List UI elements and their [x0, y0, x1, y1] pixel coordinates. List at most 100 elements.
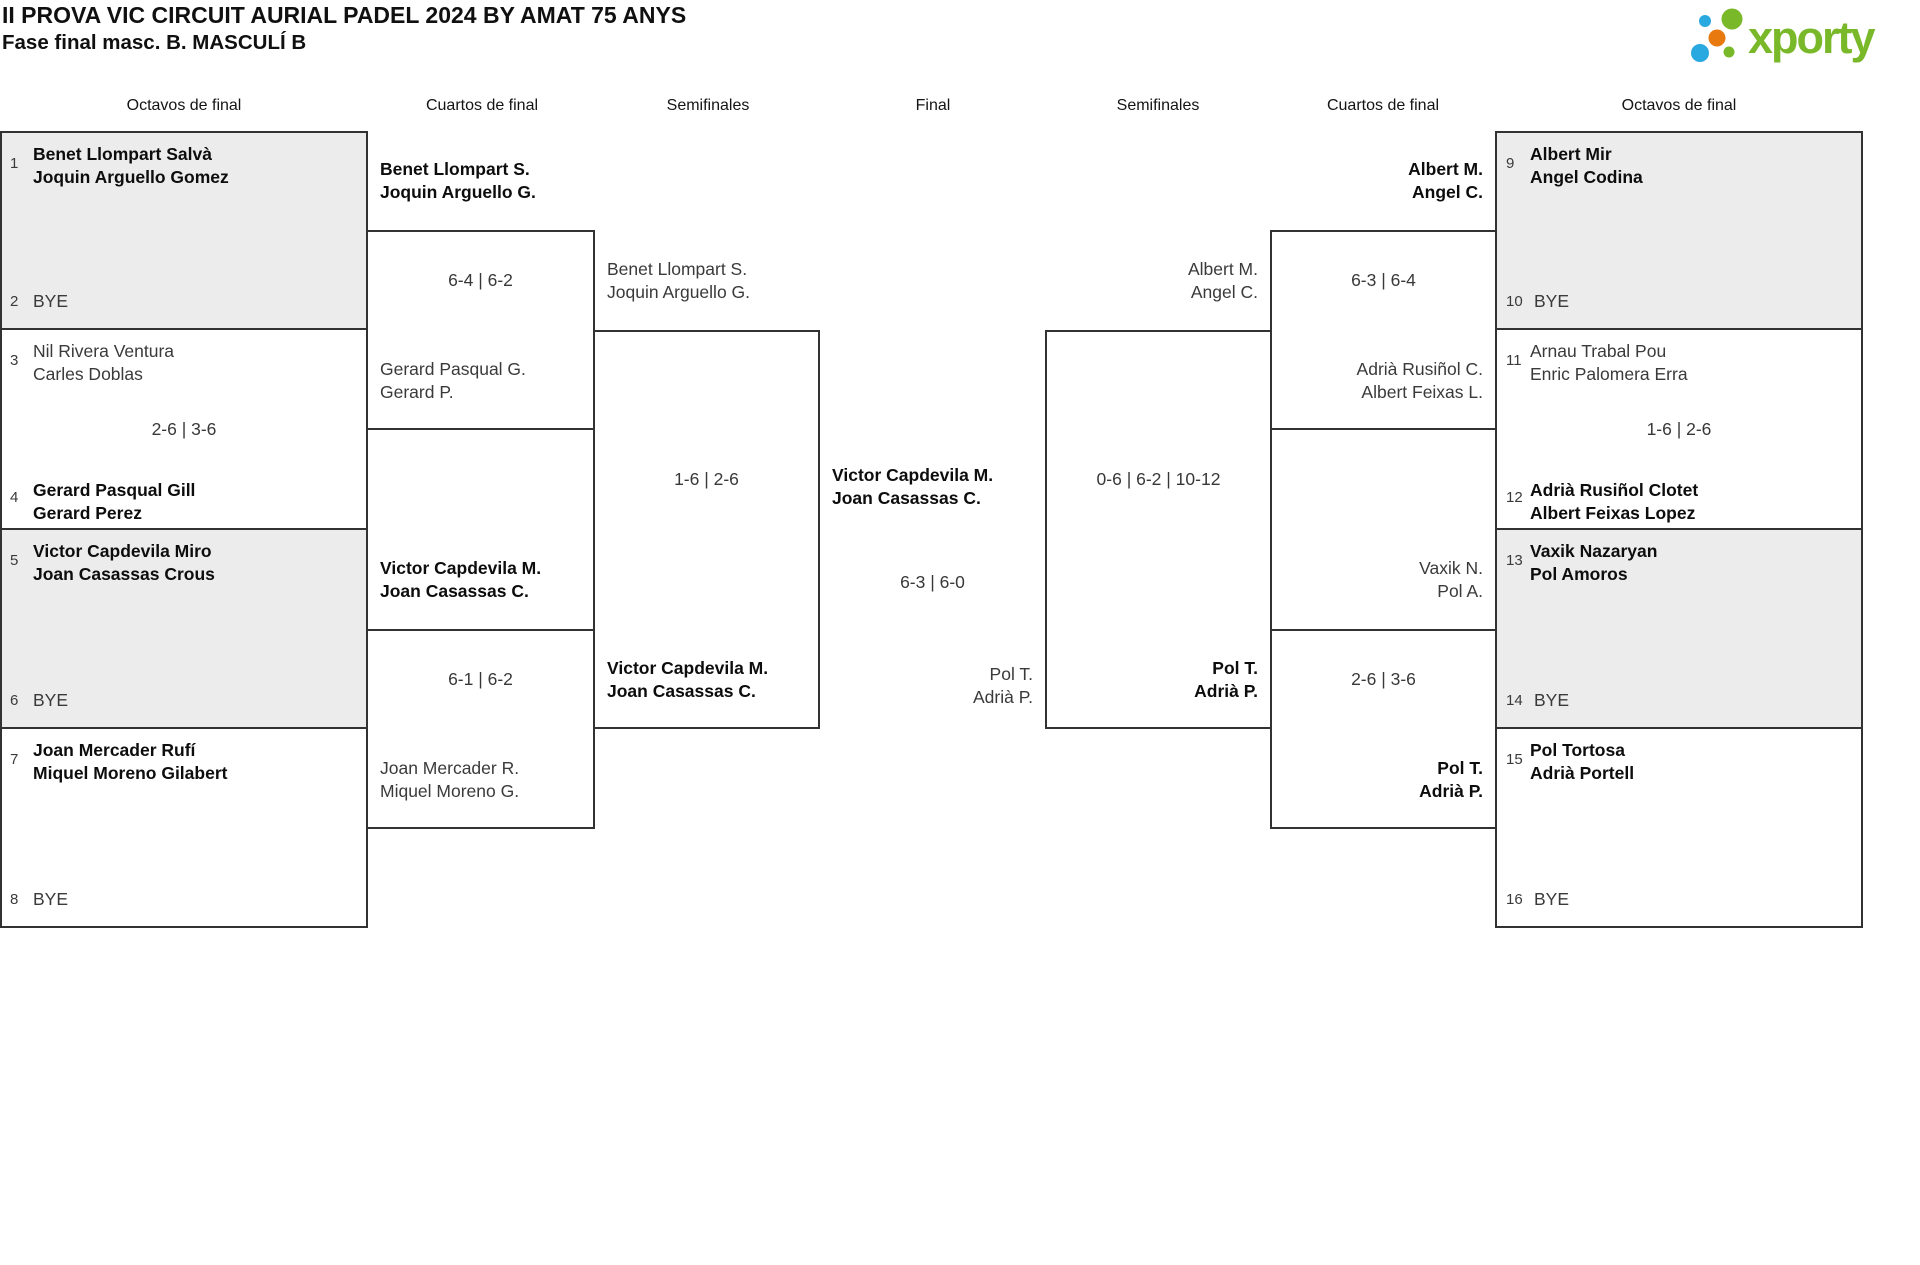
player-name: Joquin Arguello Gomez	[33, 167, 229, 187]
player-name: Nil Rivera Ventura	[33, 341, 175, 361]
r16-left-m2-team-b: Gerard Pasqual Gill Gerard Perez	[33, 479, 195, 525]
seed-number: 12	[1506, 489, 1523, 506]
r16-right-match-3-box	[1495, 528, 1863, 729]
player-name: Angel Codina	[1530, 167, 1643, 187]
player-name: Benet Llompart S.	[380, 159, 530, 179]
player-name: Victor Capdevila Miro	[33, 541, 212, 561]
player-name: Pol A.	[1437, 581, 1483, 601]
player-name: Vaxik N.	[1419, 558, 1483, 578]
match-score: 6-3 | 6-4	[1351, 270, 1416, 290]
r16-right-match-2-box	[1495, 328, 1863, 530]
logo-dot-green-small	[1723, 46, 1735, 58]
player-name: Miquel Moreno G.	[380, 781, 520, 801]
seed-number: 13	[1506, 552, 1523, 569]
logo-dot-green-big	[1721, 8, 1743, 30]
player-name: Pol T.	[1437, 758, 1483, 778]
player-name: Adrià P.	[973, 687, 1033, 707]
player-name: Enric Palomera Erra	[1530, 364, 1688, 384]
player-name: Adrià Portell	[1530, 763, 1635, 783]
qf-right-m2-team-a: Vaxik N. Pol A.	[1270, 557, 1483, 603]
qf-right-m1-team-a: Albert M. Angel C.	[1270, 158, 1483, 204]
seed-number: 2	[10, 293, 19, 310]
player-name: Albert Feixas L.	[1361, 382, 1483, 402]
bye-label: BYE	[1534, 889, 1570, 909]
player-name: Adrià Rusiñol C.	[1356, 359, 1483, 379]
seed-number: 14	[1506, 692, 1523, 709]
r16-left-m2-team-a: Nil Rivera Ventura Carles Doblas	[33, 340, 174, 386]
sf-left-team-b: Victor Capdevila M. Joan Casassas C.	[607, 657, 768, 703]
player-name: Gerard P.	[380, 382, 454, 402]
r16-right-m4-team-a: Pol Tortosa Adrià Portell	[1530, 739, 1634, 785]
qf-right-m2-team-b: Pol T. Adrià P.	[1270, 757, 1483, 803]
r16-left-m3-bye: BYE	[33, 689, 68, 712]
qf-left-m1-team-a: Benet Llompart S. Joquin Arguello G.	[380, 158, 536, 204]
player-name: Carles Doblas	[33, 364, 143, 384]
r16-right-m3-bye: BYE	[1534, 689, 1569, 712]
player-name: Victor Capdevila M.	[832, 465, 994, 485]
match-score: 1-6 | 2-6	[674, 469, 739, 489]
match-score: 1-6 | 2-6	[1646, 419, 1712, 439]
player-name: Adrià P.	[1419, 781, 1483, 801]
round-header-final: Final	[915, 97, 951, 114]
bye-label: BYE	[33, 889, 69, 909]
r16-right-m2-team-b: Adrià Rusiñol Clotet Albert Feixas Lopez	[1530, 479, 1698, 525]
final-runnerup-team: Pol T. Adrià P.	[820, 663, 1033, 709]
sf-left-box	[593, 330, 820, 729]
seed-number: 5	[10, 552, 19, 569]
seed-number: 10	[1506, 293, 1523, 310]
seed-number: 9	[1506, 155, 1515, 172]
player-name: Albert M.	[1408, 159, 1483, 179]
match-score: 6-1 | 6-2	[448, 669, 513, 689]
final-score: 6-3 | 6-0	[900, 572, 965, 592]
player-name: Albert Mir	[1530, 144, 1612, 164]
xporty-logo[interactable]: xporty	[1676, 0, 1920, 72]
logo-wordmark: xporty	[1748, 12, 1876, 63]
round-header-octavos-right: Octavos de final	[1621, 97, 1737, 114]
player-name: Joan Casassas Crous	[33, 564, 215, 584]
seed-number: 8	[10, 891, 19, 908]
r16-right-m1-team-a: Albert Mir Angel Codina	[1530, 143, 1643, 189]
logo-dot-blue-small	[1699, 15, 1711, 27]
player-name: Joan Mercader R.	[380, 758, 520, 778]
r16-right-match-4-box	[1495, 727, 1863, 928]
r16-left-match-1-box	[0, 131, 368, 330]
player-name: Joan Casassas C.	[832, 488, 981, 508]
seed-number: 4	[10, 489, 19, 506]
player-name: Joan Casassas C.	[607, 681, 756, 701]
player-name: Gerard Pasqual G.	[380, 359, 526, 379]
player-name: Joan Casassas C.	[380, 581, 529, 601]
r16-right-match-1-box	[1495, 131, 1863, 330]
player-name: Joan Mercader Rufí	[33, 740, 196, 760]
logo-dot-orange	[1708, 29, 1726, 47]
player-name: Miquel Moreno Gilabert	[33, 763, 228, 783]
r16-left-m4-bye: BYE	[33, 888, 68, 911]
sf-right-box	[1045, 330, 1272, 729]
seed-number: 1	[10, 155, 19, 172]
player-name: Victor Capdevila M.	[607, 658, 769, 678]
seed-number: 3	[10, 352, 19, 369]
sf-right-team-b: Pol T. Adrià P.	[1045, 657, 1258, 703]
final-winner-team: Victor Capdevila M. Joan Casassas C.	[832, 464, 993, 510]
r16-right-m2-team-a: Arnau Trabal Pou Enric Palomera Erra	[1530, 340, 1688, 386]
player-name: Adrià Rusiñol Clotet	[1530, 480, 1699, 500]
r16-left-match-2-box	[0, 328, 368, 530]
player-name: Albert M.	[1187, 259, 1258, 279]
qf-left-match-2-box	[366, 629, 595, 829]
r16-right-m3-team-a: Vaxik Nazaryan Pol Amoros	[1530, 540, 1657, 586]
r16-right-m4-bye: BYE	[1534, 888, 1569, 911]
player-name: Joquin Arguello G.	[380, 182, 536, 202]
round-header-octavos-left: Octavos de final	[126, 97, 242, 114]
player-name: Vaxik Nazaryan	[1530, 541, 1658, 561]
match-score: 2-6 | 3-6	[1351, 669, 1416, 689]
player-name: Albert Feixas Lopez	[1530, 503, 1696, 523]
sf-right-team-a: Albert M. Angel C.	[1045, 258, 1258, 304]
seed-number: 16	[1506, 891, 1523, 908]
round-header-cuartos-left: Cuartos de final	[425, 97, 539, 114]
r16-left-m4-team-a: Joan Mercader Rufí Miquel Moreno Gilaber…	[33, 739, 227, 785]
seed-number: 15	[1506, 751, 1523, 768]
bye-label: BYE	[1534, 291, 1570, 311]
player-name: Victor Capdevila M.	[380, 558, 542, 578]
qf-right-m1-team-b: Adrià Rusiñol C. Albert Feixas L.	[1270, 358, 1483, 404]
qf-left-m2-team-a: Victor Capdevila M. Joan Casassas C.	[380, 557, 541, 603]
